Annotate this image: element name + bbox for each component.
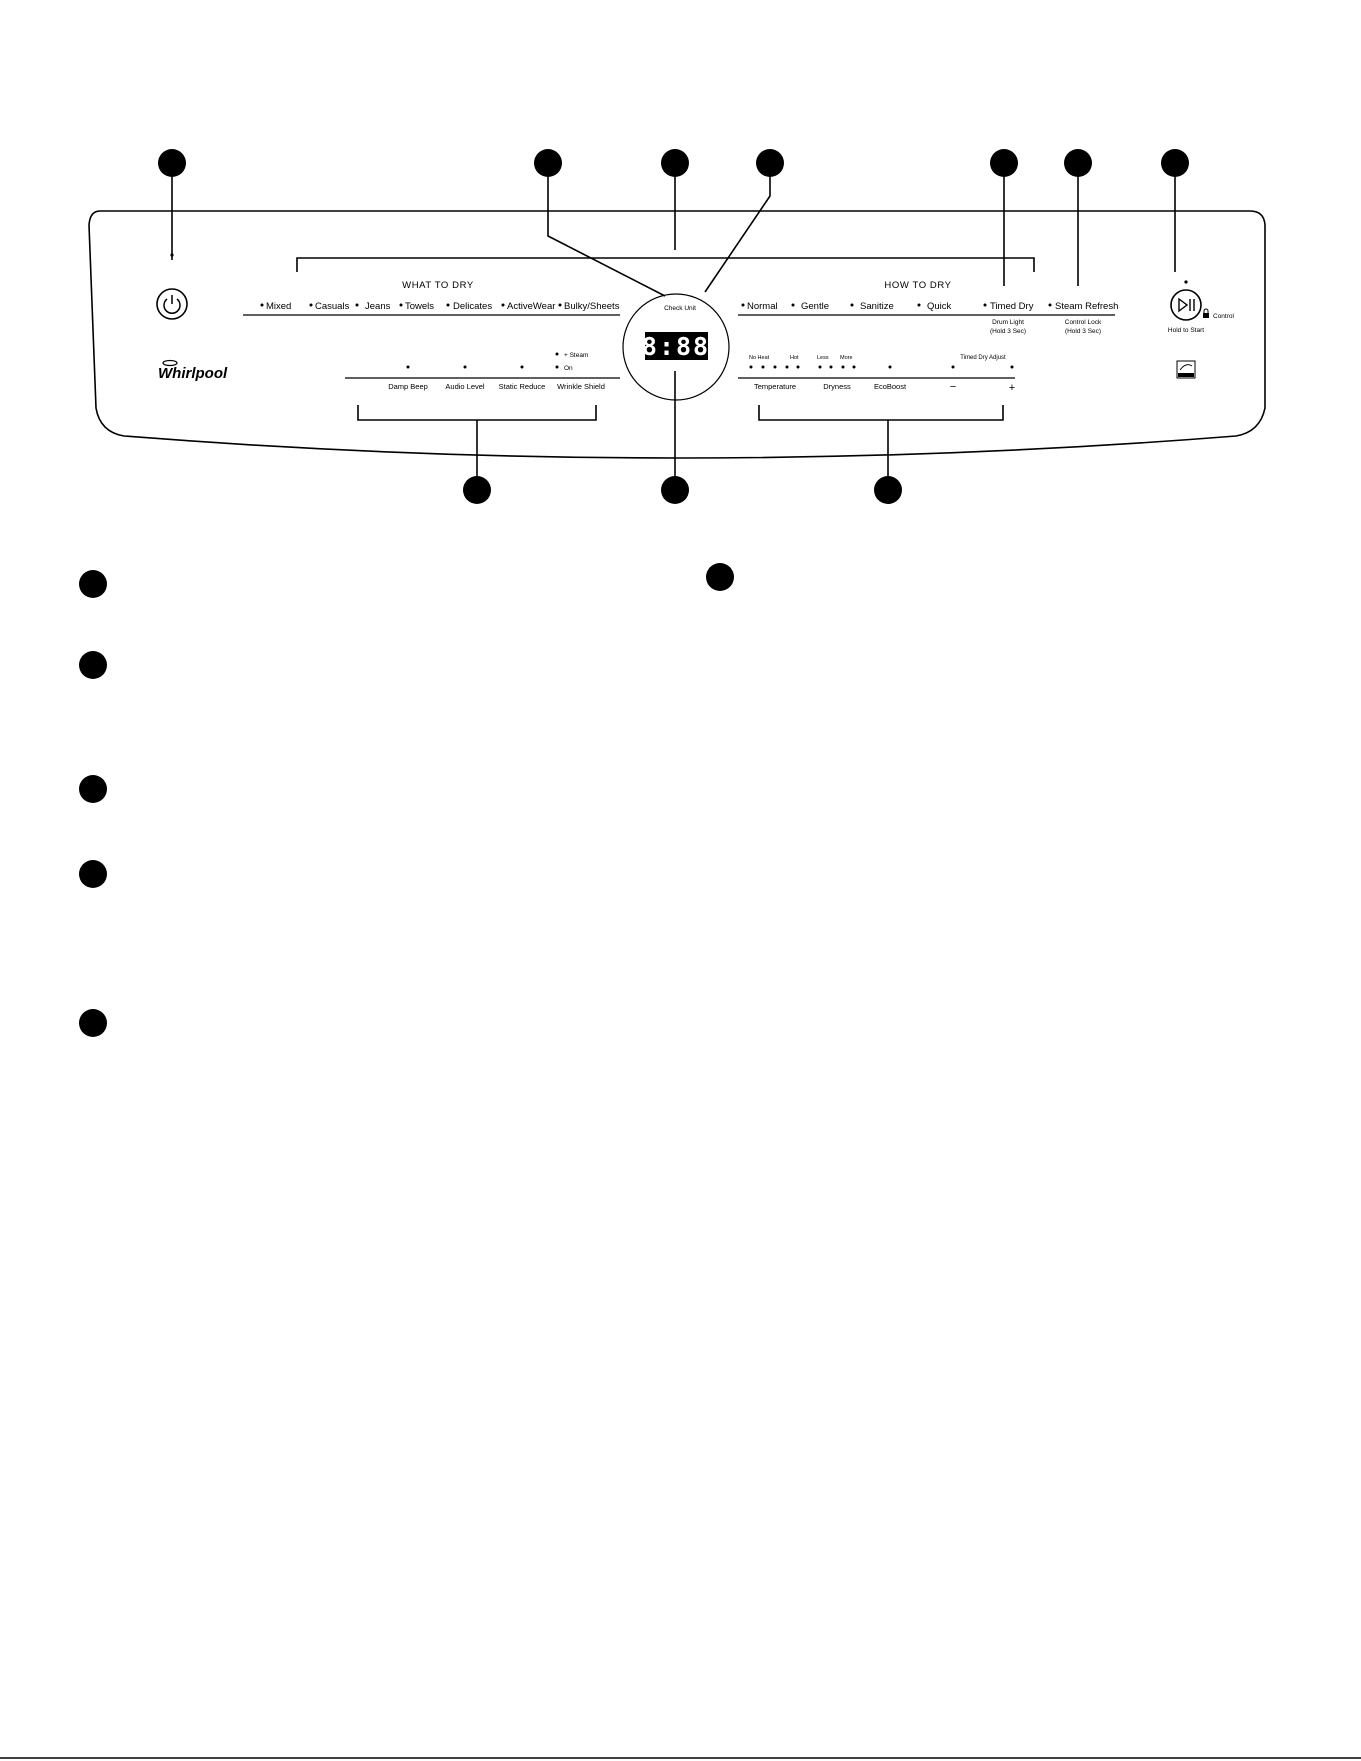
callout-leaders	[171, 164, 1176, 478]
power-button[interactable]	[156, 253, 188, 320]
key-marker	[79, 1009, 107, 1037]
key-marker	[79, 860, 107, 888]
callout-markers-bottom	[463, 476, 902, 504]
temperature-no-heat: No Heat	[749, 355, 770, 361]
dryness-less: Less	[817, 355, 829, 361]
key-marker	[79, 651, 107, 679]
key-marker	[79, 570, 107, 598]
wrinkle-shield-on-level: On	[564, 365, 573, 372]
cycle-towels[interactable]: Towels	[405, 301, 434, 312]
callout-marker	[158, 149, 186, 177]
cycle-activewear[interactable]: ActiveWear	[507, 301, 555, 312]
play-pause-icon	[1178, 297, 1195, 313]
timed-dry-minus-button[interactable]: −	[950, 381, 956, 393]
cycle-steam-refresh[interactable]: Steam Refresh	[1055, 301, 1118, 312]
callout-marker	[756, 149, 784, 177]
callout-markers-top	[158, 149, 1189, 177]
cycle-gentle[interactable]: Gentle	[801, 301, 829, 312]
modifiers-labels: Temperature Dryness EcoBoost − +	[754, 381, 1015, 394]
cycle-delicates[interactable]: Delicates	[453, 301, 492, 312]
dryness-more: More	[840, 355, 853, 361]
time-display	[645, 332, 708, 360]
callout-marker	[874, 476, 902, 504]
panel-outline	[88, 210, 1266, 459]
hold-to-start-label: Hold to Start	[1168, 327, 1204, 334]
options-labels: Damp Beep Audio Level Static Reduce Wrin…	[388, 382, 605, 391]
drum-light-label: Drum Light	[992, 319, 1024, 326]
brand-name: Whirlpool	[158, 365, 228, 382]
cycle-normal[interactable]: Normal	[747, 301, 778, 312]
wrinkle-shield-steam-level: + Steam	[564, 352, 588, 359]
callout-marker	[463, 476, 491, 504]
callout-marker	[1161, 149, 1189, 177]
option-damp-beep[interactable]: Damp Beep	[388, 382, 428, 391]
cycle-casuals[interactable]: Casuals	[315, 301, 350, 312]
time-display-value: 8:88	[642, 332, 710, 361]
callout-marker	[1064, 149, 1092, 177]
how-to-dry-cycles: Normal Gentle Sanitize Quick Timed Dry S…	[741, 301, 1118, 312]
callout-marker	[990, 149, 1018, 177]
what-to-dry-heading: WHAT TO DRY	[402, 280, 474, 291]
energy-star-icon	[1176, 360, 1196, 379]
callout-marker	[661, 476, 689, 504]
modifier-temperature[interactable]: Temperature	[754, 382, 796, 391]
start-pause-button[interactable]	[1170, 280, 1202, 321]
cycle-quick[interactable]: Quick	[927, 301, 952, 312]
what-to-dry-cycles: Mixed Casuals Jeans Towels Delicates Act…	[260, 301, 620, 312]
control-lock-label: Control Lock	[1065, 319, 1102, 326]
cycle-bulky-sheets[interactable]: Bulky/Sheets	[564, 301, 620, 312]
key-marker	[706, 563, 734, 591]
option-audio-level[interactable]: Audio Level	[445, 382, 485, 391]
display-ring	[622, 293, 730, 401]
cycle-jeans[interactable]: Jeans	[365, 301, 391, 312]
modifier-dryness[interactable]: Dryness	[823, 382, 851, 391]
cycle-mixed[interactable]: Mixed	[266, 301, 291, 312]
option-wrinkle-shield[interactable]: Wrinkle Shield	[557, 382, 605, 391]
check-unit-label: Check Unit	[664, 305, 696, 312]
option-static-reduce[interactable]: Static Reduce	[499, 382, 546, 391]
timed-dry-plus-button[interactable]: +	[1009, 382, 1015, 394]
how-to-dry-heading: HOW TO DRY	[884, 280, 951, 291]
whirlpool-logo: Whirlpool	[158, 359, 228, 382]
callout-marker	[534, 149, 562, 177]
control-label: Control	[1213, 313, 1235, 320]
callout-marker	[661, 149, 689, 177]
power-icon	[163, 295, 181, 314]
modifier-ecoboost[interactable]: EcoBoost	[874, 382, 907, 391]
cycle-timed-dry[interactable]: Timed Dry	[990, 301, 1034, 312]
modifier-indicators: No Heat Hot Less More Timed Dry Adjust	[749, 355, 1014, 369]
control-lock-hold-label: (Hold 3 Sec)	[1065, 328, 1101, 335]
drum-light-hold-label: (Hold 3 Sec)	[990, 328, 1026, 335]
timed-dry-adjust-label: Timed Dry Adjust	[960, 355, 1006, 361]
options-indicators: + Steam On	[406, 352, 588, 372]
key-list-markers	[79, 563, 734, 1037]
cycle-sanitize[interactable]: Sanitize	[860, 301, 894, 312]
lock-icon	[1203, 308, 1209, 318]
temperature-hot: Hot	[790, 355, 799, 361]
key-marker	[79, 775, 107, 803]
